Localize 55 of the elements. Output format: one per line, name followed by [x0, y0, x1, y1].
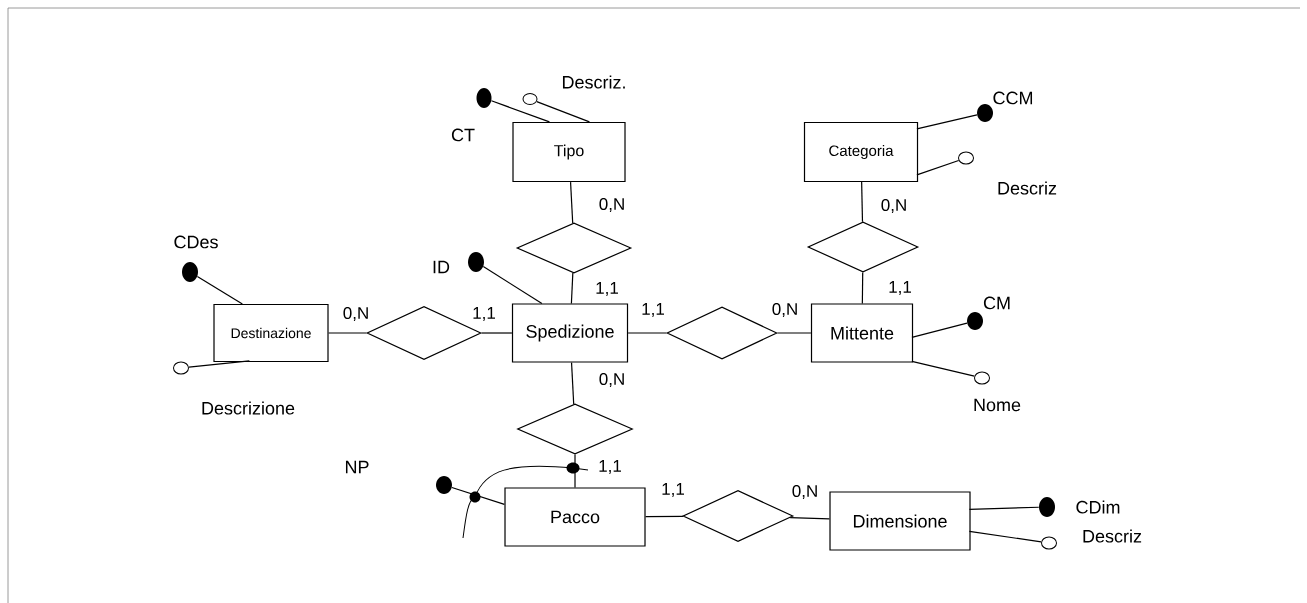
connector-line	[968, 506, 1040, 510]
cardinality-label: 0,N	[597, 372, 627, 389]
attribute-label: Descriz	[1083, 529, 1142, 543]
connector-line	[188, 360, 250, 368]
connector-line	[570, 272, 574, 304]
entity-box: Spedizione	[511, 303, 629, 363]
attribute-label: CCM	[993, 91, 1033, 105]
connector-line	[916, 159, 960, 176]
connector-line	[482, 266, 543, 304]
connector-line	[968, 530, 1042, 543]
connector-line	[570, 362, 575, 405]
attribute-label: CDes	[174, 235, 218, 249]
connector-line	[627, 332, 667, 334]
entity-box: Destinazione	[213, 303, 329, 363]
entity-box: Tipo	[512, 121, 626, 183]
cardinality-label: 1,1	[640, 302, 666, 318]
cardinality-label: 0,N	[597, 197, 627, 214]
connector-line	[861, 271, 864, 304]
attribute-label: Nome	[974, 398, 1021, 412]
cardinality-label: 1,1	[887, 280, 913, 296]
cardinality-label: 0,N	[790, 484, 820, 501]
connector-line	[569, 181, 574, 224]
cardinality-label: 1,1	[597, 459, 623, 475]
cardinality-label: 0,N	[770, 302, 800, 319]
connector-line	[490, 100, 550, 123]
connector-line	[911, 360, 975, 377]
connector-line	[645, 515, 684, 518]
cardinality-label: 1,1	[471, 306, 497, 322]
attribute-label: Descrizione	[202, 401, 295, 415]
connector-line	[328, 332, 367, 334]
attribute-label: CT	[451, 128, 475, 142]
attribute-label: CM	[983, 296, 1010, 310]
entity-box: Mittente	[810, 303, 914, 363]
connector-line	[196, 275, 243, 305]
connector-line	[911, 322, 968, 338]
attribute-label: Descriz.	[563, 75, 625, 89]
connector-line	[916, 114, 978, 130]
attribute-label: ID	[433, 260, 450, 274]
connector-line	[777, 332, 812, 334]
cardinality-label: 1,1	[660, 482, 686, 498]
attribute-label: NP	[346, 460, 369, 474]
connector-line	[861, 181, 864, 223]
attribute-label: CDim	[1076, 500, 1120, 514]
connector-line	[574, 454, 576, 488]
cardinality-label: 0,N	[341, 306, 371, 323]
cardinality-label: 1,1	[594, 281, 620, 297]
entity-box: Categoria	[803, 121, 919, 183]
connector-line	[536, 101, 590, 123]
entity-box: Dimensione	[829, 491, 971, 551]
cardinality-label: 0,N	[879, 198, 909, 215]
attribute-label: Descriz	[998, 181, 1057, 195]
connector-line	[451, 486, 505, 505]
connector-line	[789, 517, 830, 520]
connector-line	[481, 332, 513, 334]
entity-box: Pacco	[504, 487, 646, 547]
